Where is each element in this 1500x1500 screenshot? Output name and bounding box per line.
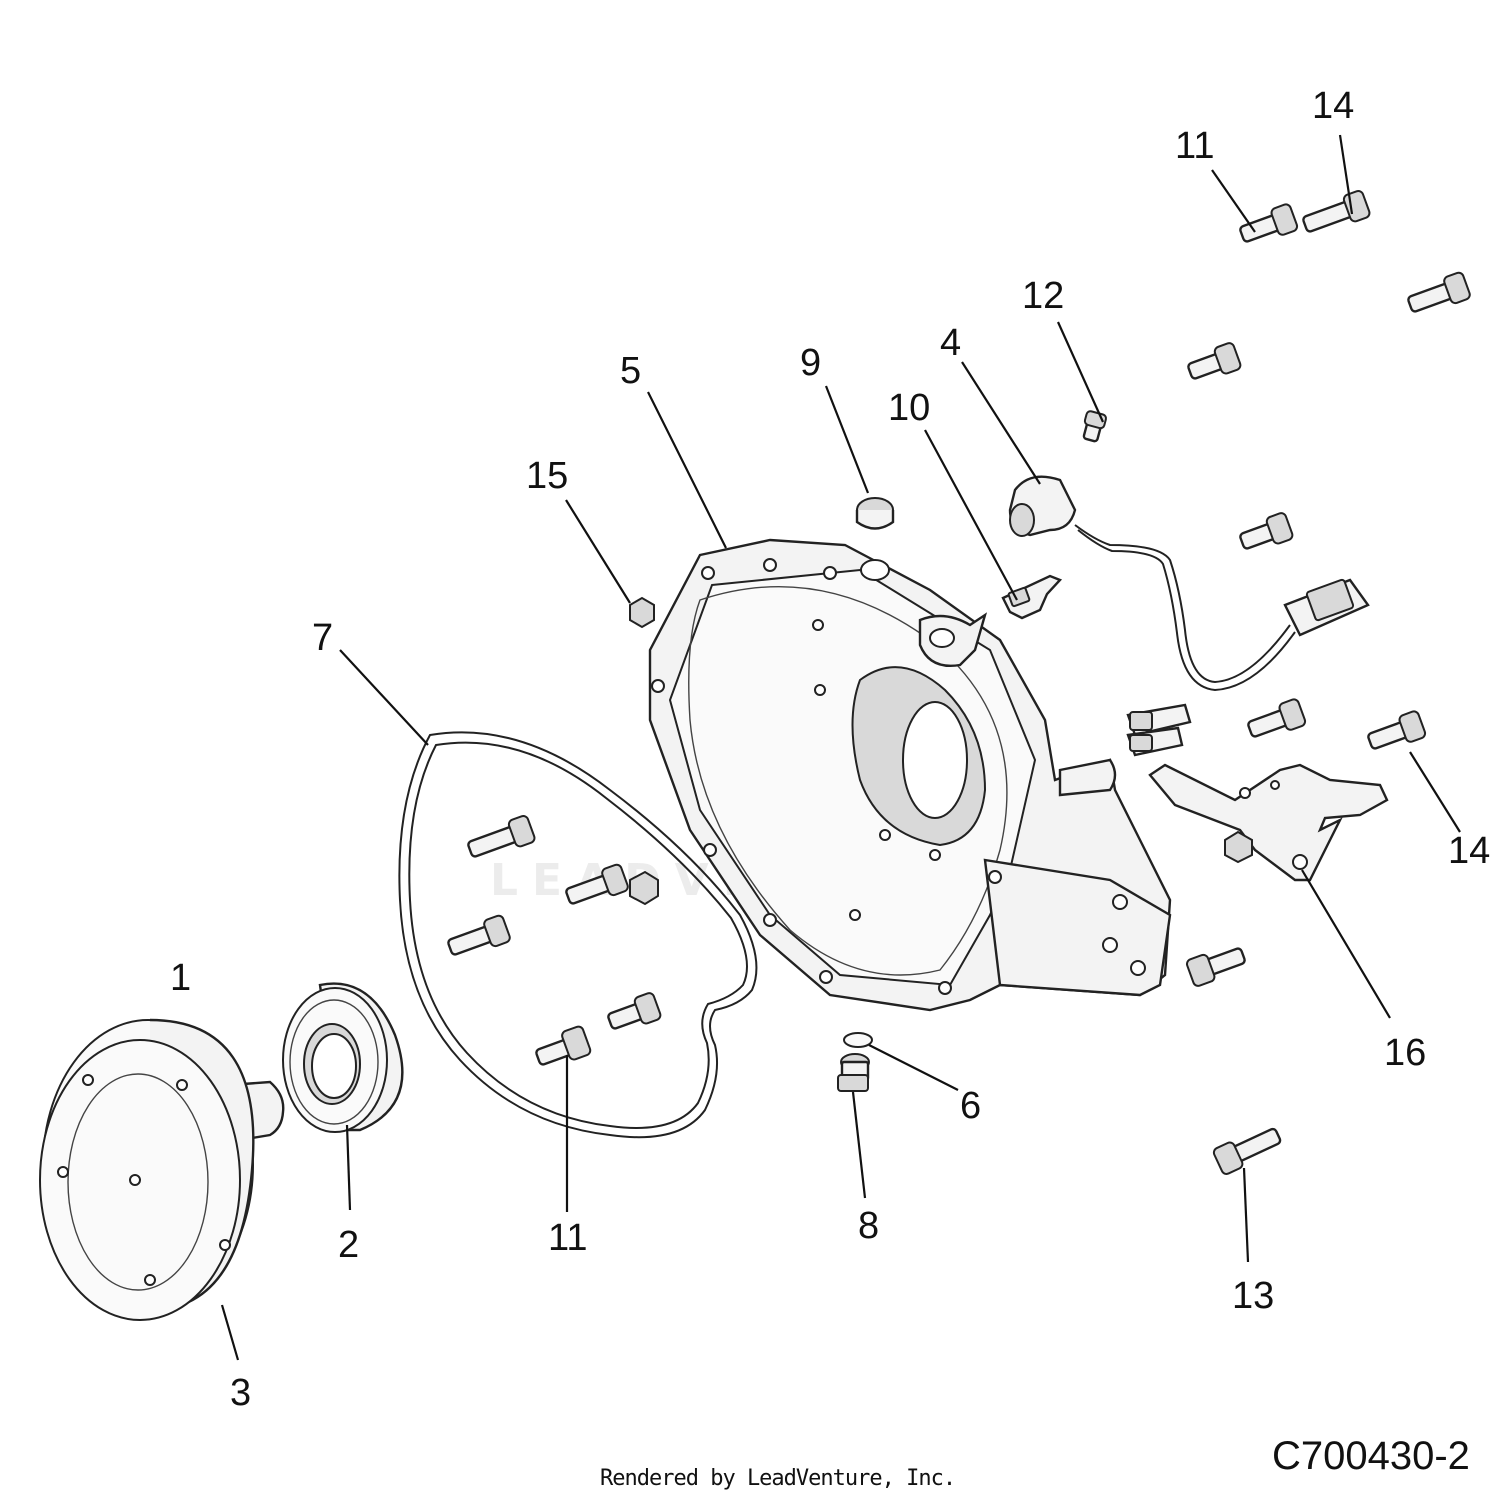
o-ring [843,1032,873,1048]
callout-4: 4 [940,322,961,364]
callout-6: 6 [960,1085,981,1127]
callout-7: 7 [312,617,333,659]
speed-sensor [1008,475,1370,692]
diagram-code: C700430-2 [1272,1434,1470,1478]
bell-housing [648,538,1172,1012]
callout-16: 16 [1384,1032,1426,1074]
callout-8: 8 [858,1205,879,1247]
callout-10: 10 [888,387,930,429]
bolt-group-left [447,815,662,1066]
callout-11-top: 11 [1175,125,1214,167]
callout-15: 15 [526,455,568,497]
callout-14-right: 14 [1448,830,1490,872]
bearing [282,982,404,1133]
callout-13: 13 [1232,1275,1274,1317]
output-hub-flange [39,1018,285,1321]
nut [629,596,655,629]
callout-labels: 1 2 3 4 5 6 7 8 9 10 11 11 12 13 14 14 1… [170,85,1490,1414]
gasket [398,731,758,1139]
plug [855,497,895,530]
render-credit: Rendered by LeadVenture, Inc. [600,1466,956,1491]
callout-9: 9 [800,342,821,384]
connector-clips [1126,703,1192,757]
callout-3: 3 [230,1372,251,1414]
bolt-small [1082,410,1108,443]
bolt-group-right [1185,190,1471,987]
callout-5: 5 [620,350,641,392]
callout-2: 2 [338,1224,359,1266]
bolt-13 [1212,1127,1282,1175]
callout-11-bottom: 11 [548,1217,587,1259]
callout-14-top: 14 [1312,85,1354,127]
bracket [1148,763,1389,882]
callout-12: 12 [1022,275,1064,317]
drain-plug [837,1053,870,1092]
clip [1001,574,1063,620]
leader-lines [220,134,1461,1361]
callout-1: 1 [170,957,191,999]
